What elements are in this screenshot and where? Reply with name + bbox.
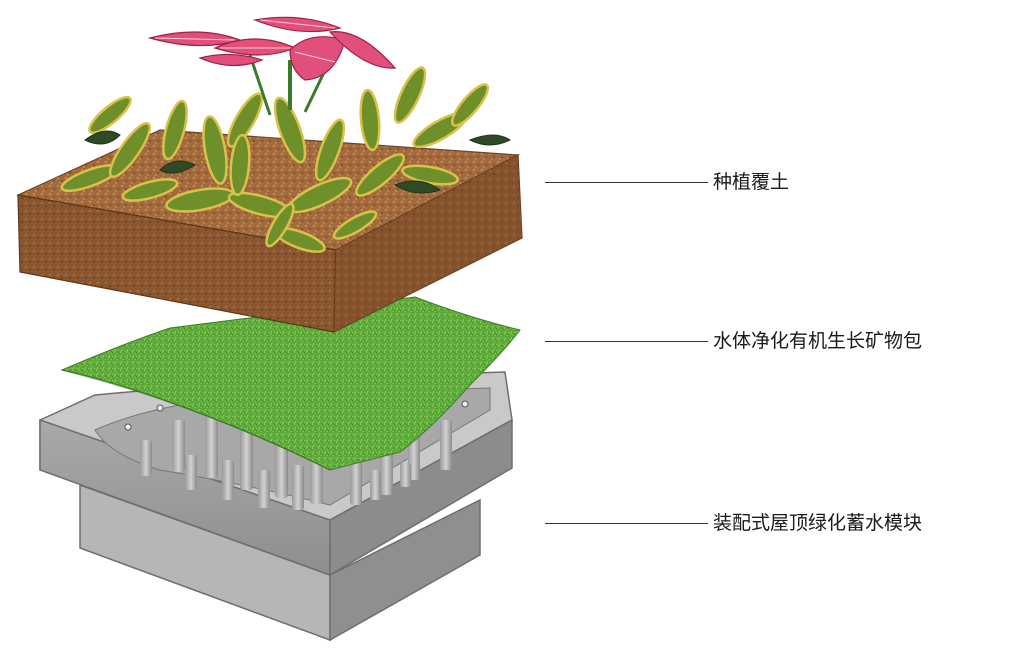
label-mineral-pack-layer: 水体净化有机生长矿物包	[713, 330, 923, 352]
leader-line-soil	[545, 182, 708, 183]
label-soil-layer: 种植覆土	[713, 171, 790, 193]
storage-module	[39, 371, 513, 642]
label-storage-module-layer: 装配式屋顶绿化蓄水模块	[713, 512, 923, 534]
leader-line-mat	[545, 341, 708, 342]
plants	[60, 16, 511, 253]
leader-line-module	[545, 523, 708, 524]
caladium-leaves	[147, 16, 397, 116]
mineral-mat	[60, 296, 521, 471]
